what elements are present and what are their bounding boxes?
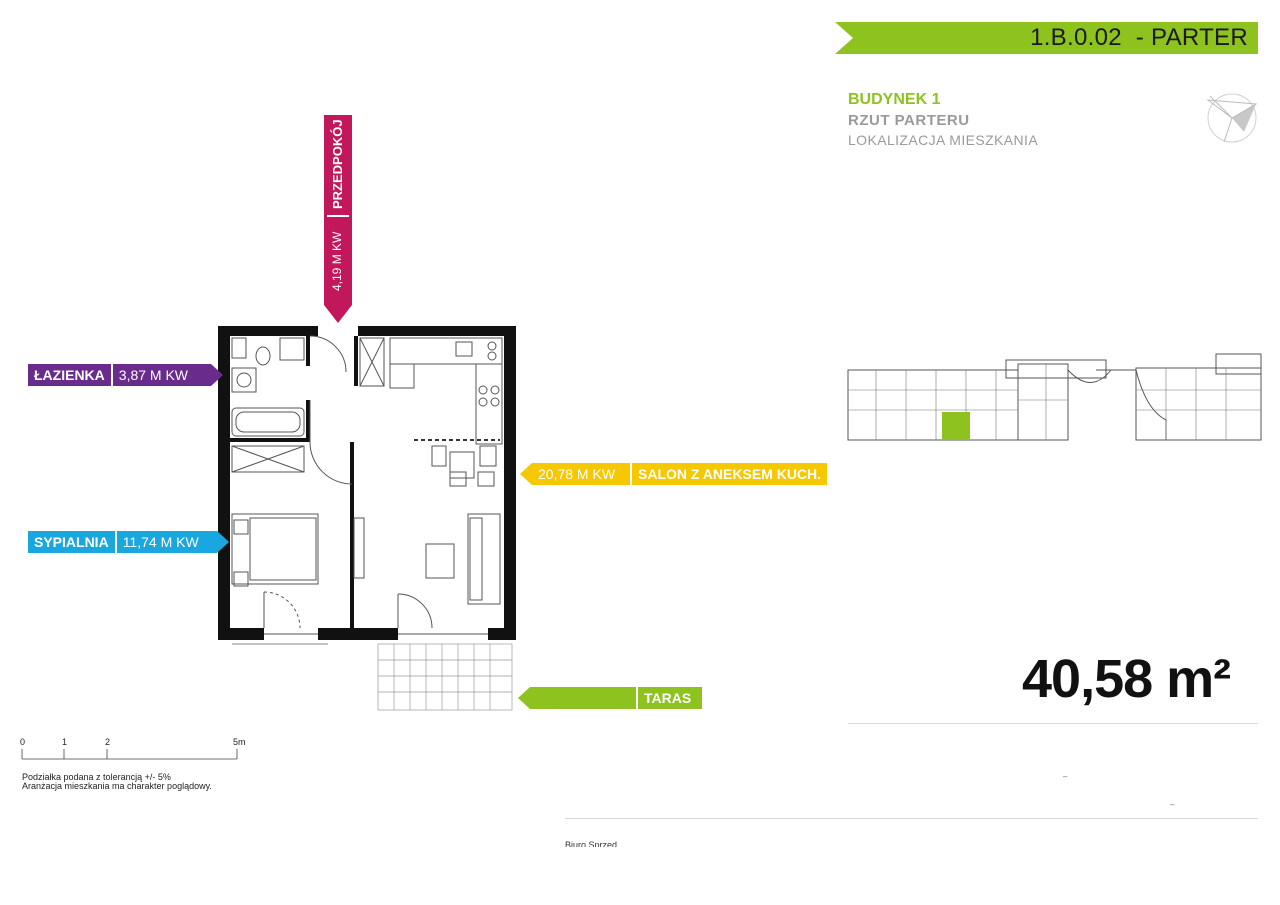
unit-code: 1.B.0.02 - PARTER — [1030, 24, 1248, 51]
building-title: BUDYNEK 1 — [848, 91, 941, 108]
divider-bottom — [565, 818, 1258, 819]
tag-lazienka: ŁAZIENKA 3,87 M KW — [28, 364, 223, 386]
tag-przedpokoj: PRZEDPOKÓJ 4,19 M KW — [324, 115, 352, 327]
banner-arrow-notch — [835, 22, 853, 54]
taras-name: TARAS — [638, 687, 702, 709]
scale-bar — [21, 749, 238, 760]
sypialnia-area: 11,74 M KW — [114, 531, 217, 553]
scale-tick-0: 0 — [20, 737, 26, 747]
salon-name: SALON Z ANEKSEM KUCH. — [632, 463, 828, 485]
divider-top — [848, 723, 1258, 724]
taras-area — [530, 687, 638, 709]
floor-plan — [218, 326, 516, 711]
przedpokoj-area: 4,19 M KW — [330, 231, 344, 291]
salon-area: 20,78 M KW — [532, 463, 632, 485]
scale-note: Podziałka podana z tolerancją +/- 5% — [22, 772, 171, 782]
compass-icon — [1206, 93, 1258, 143]
tag-salon: 20,78 M KW SALON Z ANEKSEM KUCH. — [520, 463, 828, 485]
lazienka-name: ŁAZIENKA — [28, 364, 111, 386]
arrangement-note: Aranżacja mieszkania ma charakter pogląd… — [22, 781, 212, 791]
building-key-plan — [847, 353, 1262, 441]
footer-dash-1: – — [1063, 772, 1068, 781]
plan-title: RZUT PARTERU — [848, 112, 970, 129]
scale-tick-5m: 5m — [233, 737, 246, 747]
footer-dash-2: – — [1170, 800, 1175, 809]
unit-banner — [835, 22, 1258, 54]
przedpokoj-name: PRZEDPOKÓJ — [330, 119, 345, 209]
lazienka-area: 3,87 M KW — [110, 364, 211, 386]
footer-partial-text: Biuro Sprzed — [565, 840, 618, 847]
tag-sypialnia: SYPIALNIA 11,74 M KW — [28, 531, 229, 553]
apartment-highlight — [942, 412, 970, 440]
sypialnia-name: SYPIALNIA — [28, 531, 115, 553]
location-label: LOKALIZACJA MIESZKANIA — [848, 132, 1039, 148]
scale-tick-2: 2 — [105, 737, 111, 747]
scale-tick-1: 1 — [62, 737, 68, 747]
total-area: 40,58 m² — [1022, 649, 1231, 709]
tag-taras: TARAS — [518, 687, 702, 709]
